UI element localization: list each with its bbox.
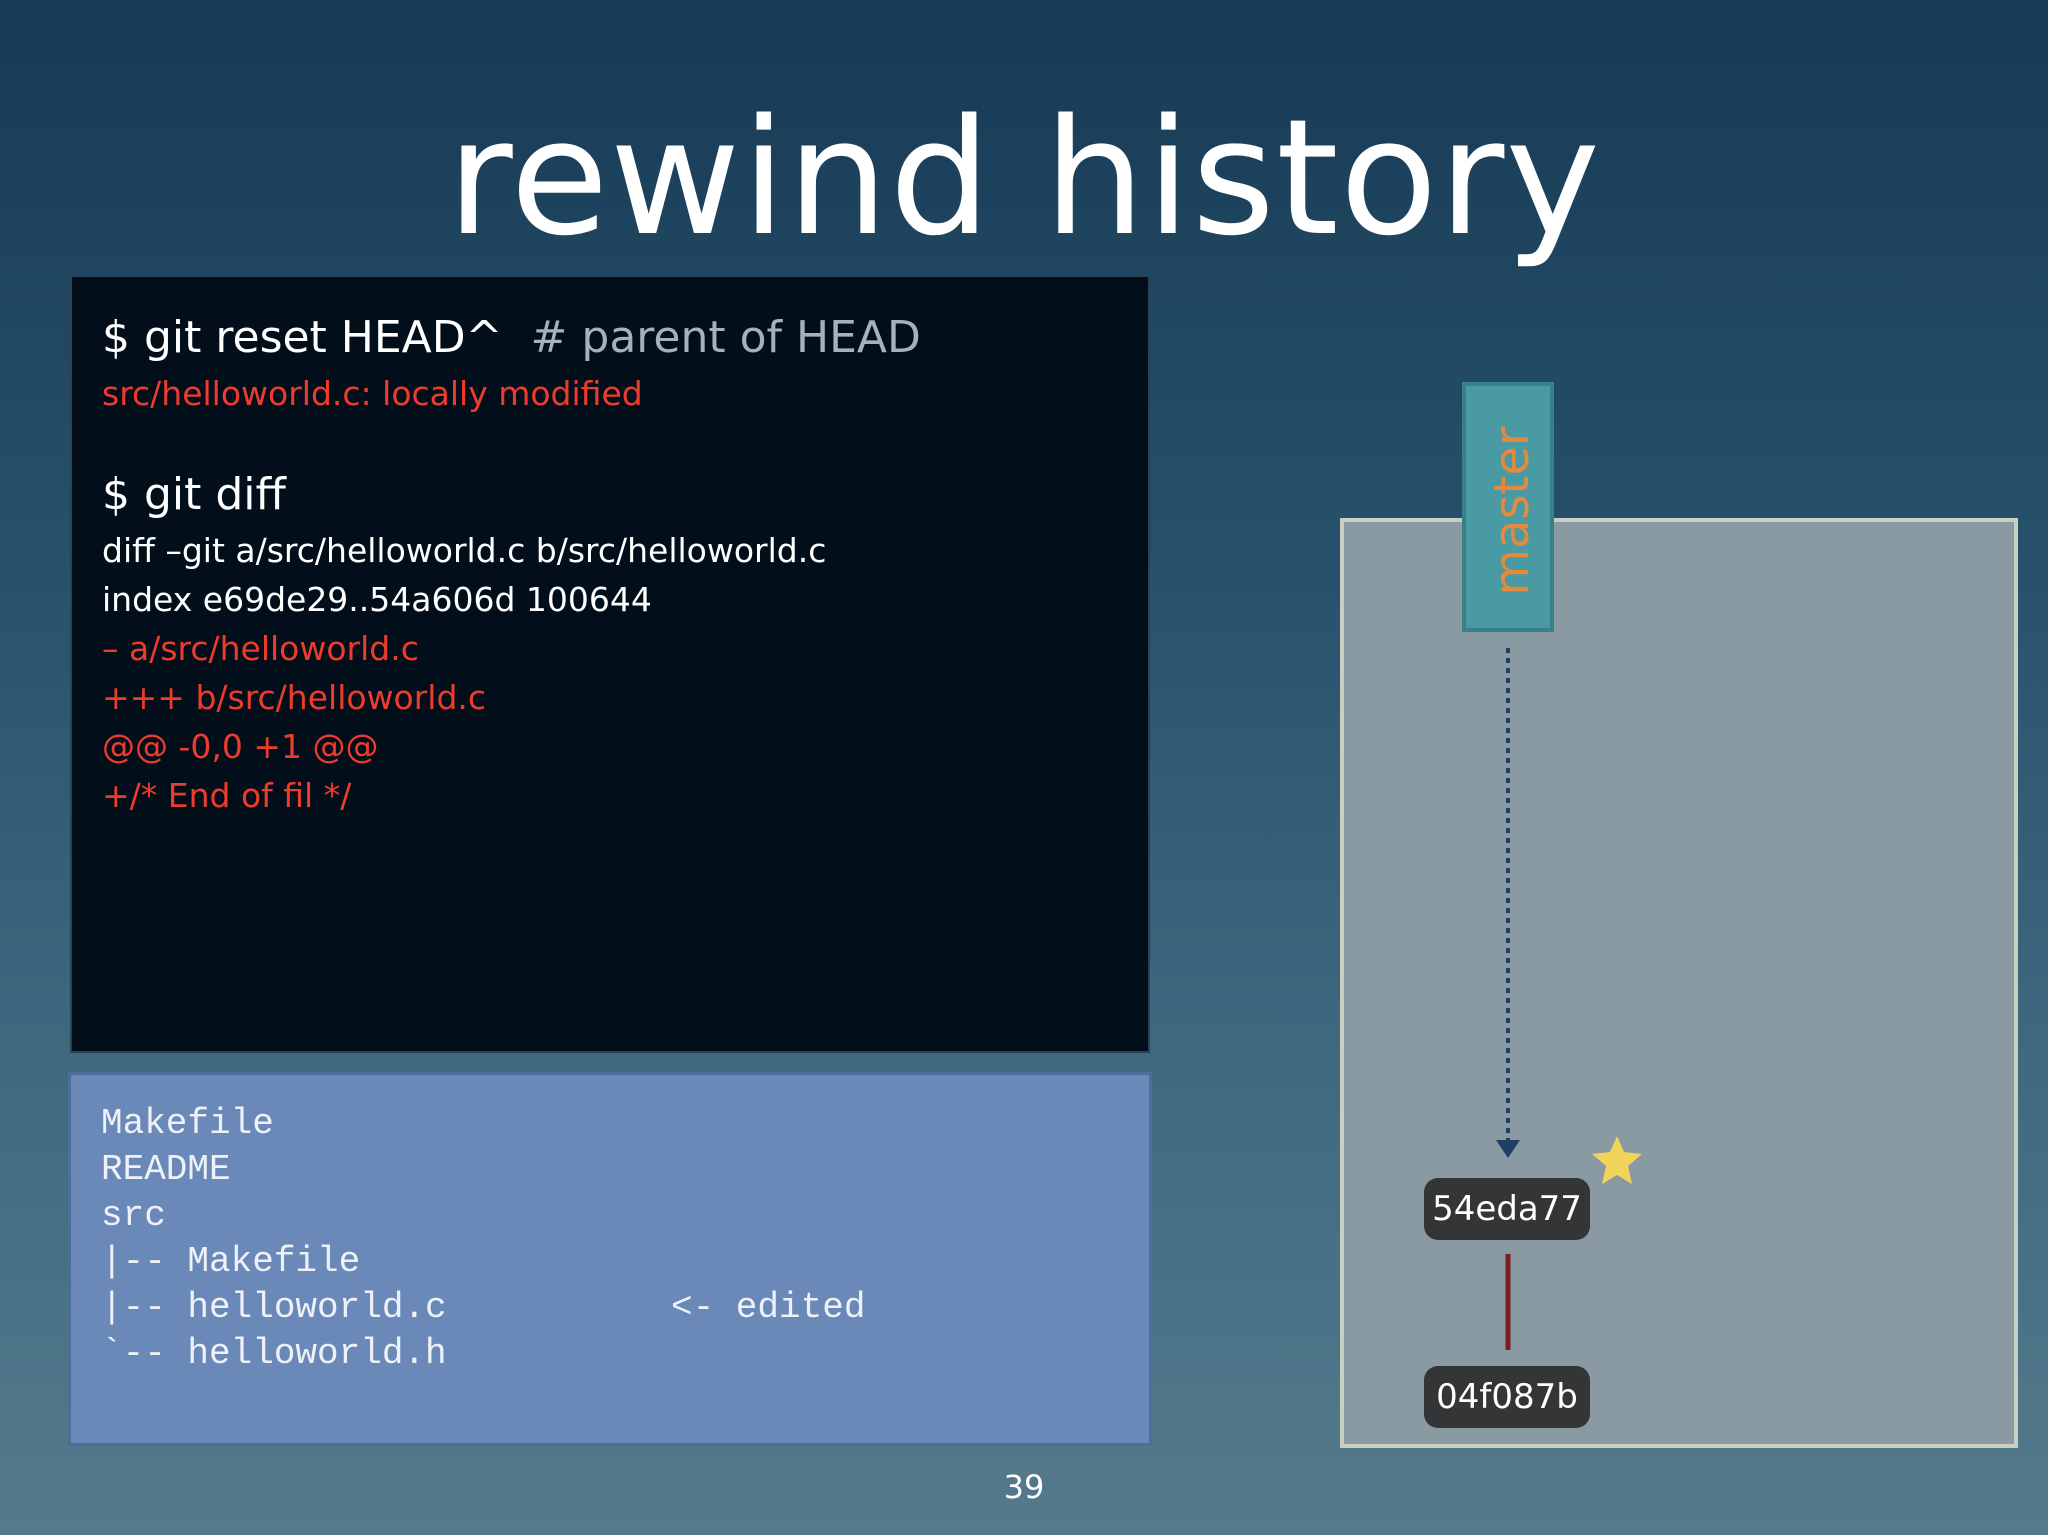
diff-added-line: +/* End of fil */ [102, 776, 352, 815]
tree-item: Makefile [101, 1103, 274, 1144]
commit-node[interactable]: 04f087b [1424, 1366, 1590, 1428]
command-text: $ git diff [102, 469, 286, 520]
tree-item-label: |-- helloworld.c [101, 1287, 447, 1328]
commit-node[interactable]: 54eda77 [1424, 1178, 1590, 1240]
diff-hunk: @@ -0,0 +1 @@ [102, 727, 379, 766]
branch-name: master [1484, 426, 1540, 596]
page-number: 39 [1003, 1468, 1045, 1506]
star-icon [1592, 1136, 1642, 1184]
slide-title: rewind history [446, 84, 1602, 271]
terminal-output: src/helloworld.c: locally modified [102, 374, 643, 413]
diff-minus-file: – a/src/helloworld.c [102, 629, 419, 668]
tree-item: README [101, 1149, 231, 1190]
branch-label-master[interactable]: master [1462, 382, 1554, 632]
tree-item: `-- helloworld.h [101, 1333, 447, 1374]
pointer-arrowhead-icon [1496, 1140, 1520, 1158]
file-tree: Makefile README src |-- Makefile |-- hel… [68, 1072, 1152, 1446]
tree-item: |-- Makefile [101, 1241, 361, 1282]
diff-plus-file: +++ b/src/helloworld.c [102, 678, 487, 717]
diff-header: diff –git a/src/helloworld.c b/src/hello… [102, 531, 827, 570]
edited-note: <- edited [671, 1287, 866, 1328]
commit-graph-panel [1340, 518, 2018, 1448]
command-text: $ git reset HEAD^ [102, 312, 503, 363]
tree-item-edited: |-- helloworld.c <- edited [101, 1285, 1119, 1331]
tree-item: src [101, 1195, 166, 1236]
diff-index: index e69de29..54a606d 100644 [102, 580, 652, 619]
command-comment: # parent of HEAD [530, 312, 921, 363]
terminal-line: $ git reset HEAD^ # parent of HEAD [102, 307, 1118, 369]
terminal-window: $ git reset HEAD^ # parent of HEAD src/h… [70, 275, 1150, 1053]
